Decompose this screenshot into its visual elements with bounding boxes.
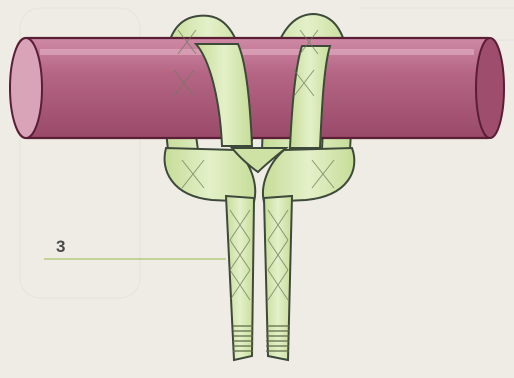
rope-lower-wrap <box>165 148 355 202</box>
step-label: 3 <box>56 237 65 257</box>
pole-icon <box>10 38 504 138</box>
